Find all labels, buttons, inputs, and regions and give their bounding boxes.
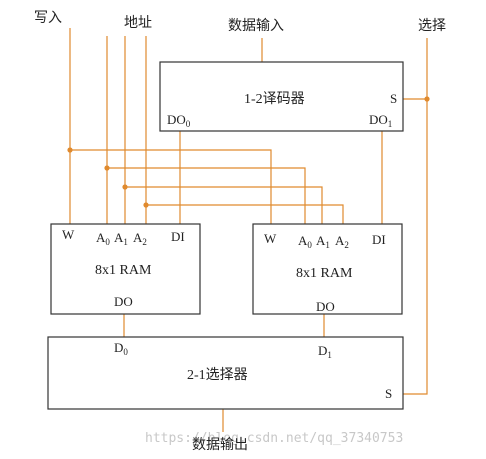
junction-a0 [104, 165, 110, 171]
ram-right-block: W A0 A1 A2 DI 8x1 RAM DO [252, 223, 403, 315]
wire-a1-branch [125, 186, 323, 232]
decoder-block: 1-2译码器 S DO0 DO1 [159, 61, 404, 132]
label-data-out: 数据输出 [192, 437, 248, 453]
decoder-title: 1-2译码器 [244, 91, 305, 107]
ram-right-w: W [264, 231, 277, 246]
ram-left-do: DO [114, 294, 133, 309]
junction-a2 [143, 202, 149, 208]
watermark: https://blog.csdn.net/qq_37340753 [145, 431, 403, 446]
ram-left-di: DI [171, 229, 185, 244]
mux-d1-label: D1 [318, 343, 332, 360]
ram-right-a0: A0 [298, 233, 312, 250]
junction-select [424, 96, 430, 102]
wire-a2-branch [146, 204, 344, 232]
mux-d0-label: D0 [114, 340, 128, 357]
label-data-in: 数据输入 [228, 18, 284, 34]
label-address: 地址 [124, 15, 152, 31]
mux-title: 2-1选择器 [187, 367, 248, 383]
ram-left-w: W [62, 227, 75, 242]
wire-a0-branch [107, 167, 306, 232]
mux-s-label: S [385, 386, 392, 401]
ram-right-title: 8x1 RAM [296, 266, 353, 281]
decoder-s-label: S [390, 91, 397, 106]
wire-write-branch [70, 149, 272, 232]
ram-left-block: W A0 A1 A2 DI 8x1 RAM DO [50, 223, 201, 315]
label-select: 选择 [418, 18, 446, 34]
ram-right-a2: A2 [335, 233, 349, 250]
ram-right-a1: A1 [316, 233, 330, 250]
label-write: 写入 [34, 10, 62, 26]
decoder-do1-label: DO1 [369, 112, 392, 129]
junction-a1 [122, 184, 128, 190]
decoder-do0-label: DO0 [167, 112, 191, 129]
mux-block: D0 D1 2-1选择器 S [47, 336, 404, 410]
ram-left-title: 8x1 RAM [95, 263, 152, 278]
junction-write [67, 147, 73, 153]
wire-select [395, 38, 428, 395]
wires [67, 28, 430, 432]
ram-left-a2: A2 [133, 230, 147, 247]
ram-left-a1: A1 [114, 230, 128, 247]
ram-right-di: DI [372, 232, 386, 247]
ram-left-a0: A0 [96, 230, 110, 247]
ram-right-do: DO [316, 299, 335, 314]
